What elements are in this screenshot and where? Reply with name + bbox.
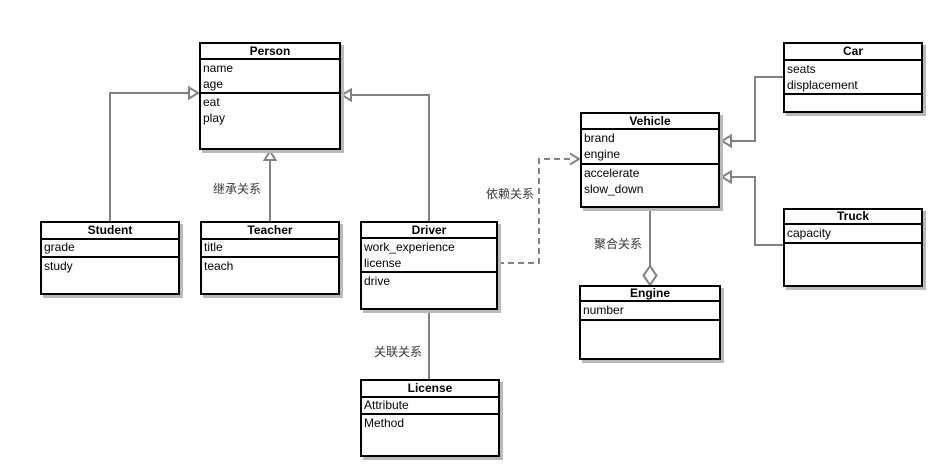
attributes-section: name age (201, 58, 339, 92)
edge-inheritance-student-person[interactable] (109, 85, 200, 222)
class-title: Teacher (247, 223, 293, 237)
class-box-driver[interactable]: Driver work_experience license drive (360, 221, 498, 310)
class-attribute: capacity (787, 226, 832, 240)
attributes-section: capacity (785, 223, 921, 242)
edge-inheritance-teacher-person[interactable] (262, 149, 278, 221)
class-title: Driver (411, 223, 447, 237)
edge-label-inheritance: 继承关系 (212, 182, 261, 196)
inheritance-arrowhead-icon (720, 133, 732, 149)
inheritance-arrowhead-icon (188, 85, 200, 101)
class-box-student[interactable]: Student grade study (40, 221, 180, 295)
class-box-vehicle[interactable]: Vehicle brand engine accelerate slow_dow… (580, 112, 720, 208)
class-attribute: brand (584, 131, 615, 145)
class-attribute: license (364, 256, 402, 270)
class-box-car[interactable]: Car seats displacement (783, 42, 923, 113)
methods-section: teach (202, 256, 338, 293)
inheritance-arrowhead-icon (262, 149, 278, 161)
class-attribute: grade (44, 240, 75, 254)
class-attribute: age (203, 77, 224, 91)
attributes-section: seats displacement (785, 59, 921, 93)
class-box-engine[interactable]: Engine number (579, 285, 721, 360)
attributes-section: grade (42, 238, 178, 256)
class-title: Engine (629, 287, 670, 300)
edge-label-aggregation: 聚合关系 (593, 237, 642, 251)
methods-section: drive (362, 271, 496, 308)
class-box-person[interactable]: Person name age eat play (199, 42, 341, 150)
class-method: slow_down (584, 182, 644, 196)
class-box-license[interactable]: License Attribute Method (360, 379, 500, 457)
class-attribute: seats (787, 62, 816, 76)
class-title: License (407, 381, 453, 395)
class-method: teach (204, 259, 234, 273)
class-title: Truck (836, 210, 869, 223)
class-attribute: name (203, 61, 234, 75)
class-attribute: Attribute (364, 398, 409, 412)
inheritance-arrowhead-icon (340, 87, 352, 103)
class-method: accelerate (584, 166, 640, 180)
attributes-section: work_experience license (362, 237, 496, 271)
class-method: drive (364, 274, 391, 288)
class-box-teacher[interactable]: Teacher title teach (200, 221, 340, 295)
attributes-section: brand engine (582, 128, 718, 163)
class-box-truck[interactable]: Truck capacity (783, 208, 923, 287)
class-attribute: engine (584, 147, 621, 161)
class-title: Person (249, 44, 291, 58)
edge-label-association: 关联关系 (373, 345, 422, 359)
methods-section: study (42, 256, 178, 293)
edge-label-dependency: 依赖关系 (485, 187, 534, 201)
attributes-section: Attribute (362, 396, 498, 413)
attributes-section: number (581, 300, 719, 319)
methods-section (785, 242, 921, 285)
edge-inheritance-driver-person[interactable] (340, 87, 430, 222)
class-attribute: work_experience (364, 240, 455, 254)
attributes-section: title (202, 238, 338, 256)
edge-inheritance-car-vehicle[interactable] (720, 76, 783, 149)
dependency-arrowhead-icon (569, 152, 581, 166)
methods-section (785, 93, 921, 111)
edge-dependency-driver-vehicle[interactable] (498, 152, 581, 264)
methods-section: accelerate slow_down (582, 163, 718, 206)
class-attribute: number (583, 303, 624, 317)
class-method: Method (364, 416, 405, 430)
class-method: study (44, 259, 73, 273)
class-title: Car (842, 44, 863, 58)
class-method: eat (203, 95, 220, 109)
class-attribute: title (204, 240, 223, 254)
edge-inheritance-truck-vehicle[interactable] (720, 169, 783, 246)
methods-section: eat play (201, 92, 339, 148)
methods-section (581, 319, 719, 358)
inheritance-arrowhead-icon (720, 169, 732, 185)
class-method: play (203, 111, 226, 125)
class-title: Vehicle (629, 114, 671, 128)
class-title: Student (87, 223, 133, 237)
class-attribute: displacement (787, 78, 858, 92)
methods-section: Method (362, 413, 498, 455)
aggregation-diamond-icon (642, 264, 658, 287)
